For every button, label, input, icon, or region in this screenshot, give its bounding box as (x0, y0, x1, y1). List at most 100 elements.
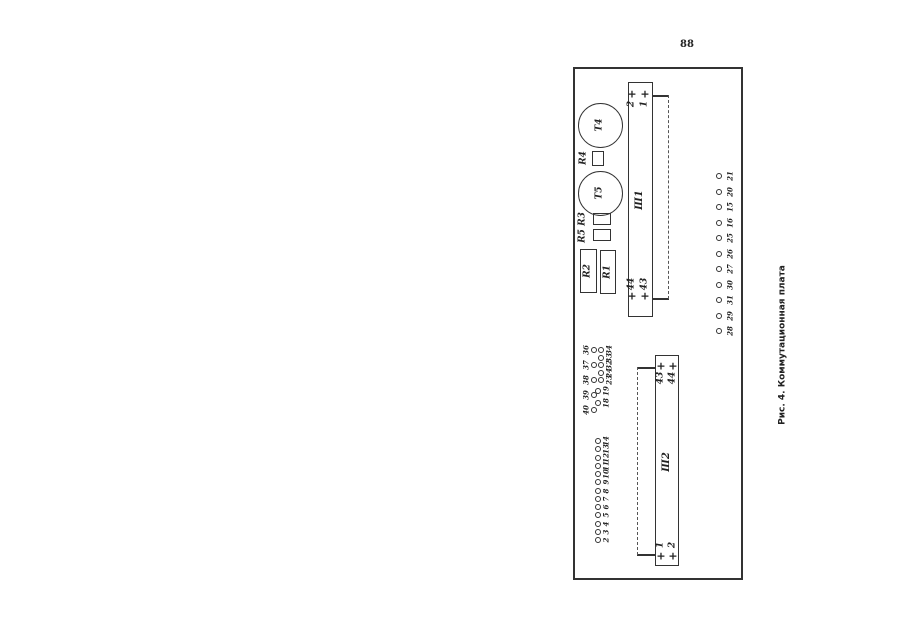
pin-hole (595, 512, 601, 519)
pin-number: 10 (601, 469, 611, 479)
pin-number: 3 (601, 529, 611, 535)
pin-number: 27 (725, 264, 735, 274)
label-sh2: Ш2 (661, 452, 672, 472)
connector-sh2-bracket-top (637, 367, 655, 369)
page-number: 88 (680, 39, 694, 50)
pin-number: 31 (725, 295, 735, 305)
pin-number: 20 (725, 186, 735, 197)
pin-number: 37 (581, 360, 591, 370)
label-t5: Т5 (594, 186, 605, 200)
pin-hole (716, 281, 722, 288)
connector-sh1-outline (668, 95, 669, 299)
pin-hole (595, 528, 601, 535)
pin-number: 2 (601, 537, 611, 543)
pin-hole (595, 454, 601, 461)
connector-sh2-outline (637, 367, 638, 555)
pin-hole (716, 188, 722, 195)
label-t4: Т4 (594, 118, 605, 132)
sh2-pin-label: 2 (667, 541, 678, 549)
label-r4: R4 (578, 151, 589, 165)
pin-hole (716, 204, 722, 210)
pin-number: 29 (725, 310, 735, 321)
connector-sh1 (628, 82, 653, 317)
label-sh1: Ш1 (634, 190, 645, 210)
sh1-pin-plus: + (627, 87, 637, 101)
pin-hole (595, 462, 601, 469)
sh2-pin-plus: + (656, 359, 666, 373)
pin-number: 5 (601, 512, 611, 518)
connector-sh2-bracket-bottom (637, 554, 655, 556)
pin-number: 18 (601, 398, 611, 408)
pin-hole (716, 219, 722, 226)
resistor-r3 (593, 213, 611, 225)
pin-number: 28 (725, 326, 735, 336)
pin-hole (598, 354, 604, 361)
sh1-pin-label: 1 (639, 100, 650, 108)
pin-hole (595, 446, 601, 453)
pin-hole (716, 173, 722, 179)
pin-number: 19 (601, 386, 611, 396)
pin-number: 40 (581, 405, 591, 415)
pin-hole (591, 392, 597, 398)
sh1-pin-label: 43 (639, 277, 650, 291)
label-r2: R2 (582, 264, 593, 278)
sh2-pin-label: 43 (655, 371, 666, 385)
pin-hole (595, 400, 601, 406)
pin-hole (716, 312, 722, 319)
label-r1: R1 (602, 265, 613, 279)
pin-number: 7 (601, 496, 611, 502)
pin-hole (598, 369, 604, 376)
resistor-r4 (592, 151, 604, 166)
pin-number: 25 (725, 233, 735, 243)
pin-hole (591, 362, 597, 368)
pin-number: 39 (581, 390, 591, 400)
pin-hole (598, 362, 604, 368)
pin-hole (595, 471, 601, 477)
switching-board (573, 67, 743, 580)
label-r3: R3 (577, 212, 588, 226)
pin-hole (716, 235, 722, 241)
figure-caption: Рис. 4. Коммутационная плата (777, 265, 788, 425)
pin-hole (595, 438, 601, 444)
pin-hole (595, 487, 601, 494)
pin-number: 36 (581, 345, 591, 355)
pin-hole (595, 504, 601, 510)
connector-sh2 (655, 355, 679, 566)
pin-number: 9 (601, 479, 611, 485)
pin-number: 21 (725, 171, 735, 181)
sh1-pin-plus: + (640, 289, 650, 303)
pin-hole (595, 388, 601, 394)
sh2-pin-plus: + (656, 549, 666, 563)
sh1-pin-plus: + (627, 289, 637, 303)
pin-hole (595, 479, 601, 486)
pin-hole (598, 347, 604, 353)
transistor-t5 (578, 171, 623, 216)
pin-number: 23 (604, 375, 614, 385)
pin-hole (595, 495, 601, 502)
pin-number: 26 (725, 248, 735, 259)
pin-hole (716, 297, 722, 303)
resistor-r1 (600, 250, 616, 294)
pin-hole (591, 407, 597, 413)
connector-sh1-bracket-top (653, 95, 669, 97)
pin-number: 16 (725, 217, 735, 228)
resistor-r2 (580, 249, 597, 293)
pin-number: 6 (601, 504, 611, 510)
sh2-pin-plus: + (668, 549, 678, 563)
pin-hole (591, 347, 597, 353)
pin-number: 30 (725, 279, 735, 290)
sh1-pin-label: 2 (626, 100, 637, 108)
pin-hole (598, 377, 604, 383)
pin-number: 4 (601, 521, 611, 526)
label-r5: R5 (577, 229, 588, 243)
transistor-t4 (578, 103, 623, 148)
pin-hole (591, 377, 597, 383)
sh2-pin-label: 1 (655, 541, 666, 549)
sh2-pin-plus: + (668, 359, 678, 373)
resistor-r5 (593, 229, 611, 241)
pin-hole (716, 266, 722, 272)
connector-sh1-bracket-bottom (653, 298, 669, 300)
pin-number: 8 (601, 488, 611, 493)
pin-number: 38 (581, 375, 591, 385)
sh1-pin-label: 44 (626, 277, 637, 291)
